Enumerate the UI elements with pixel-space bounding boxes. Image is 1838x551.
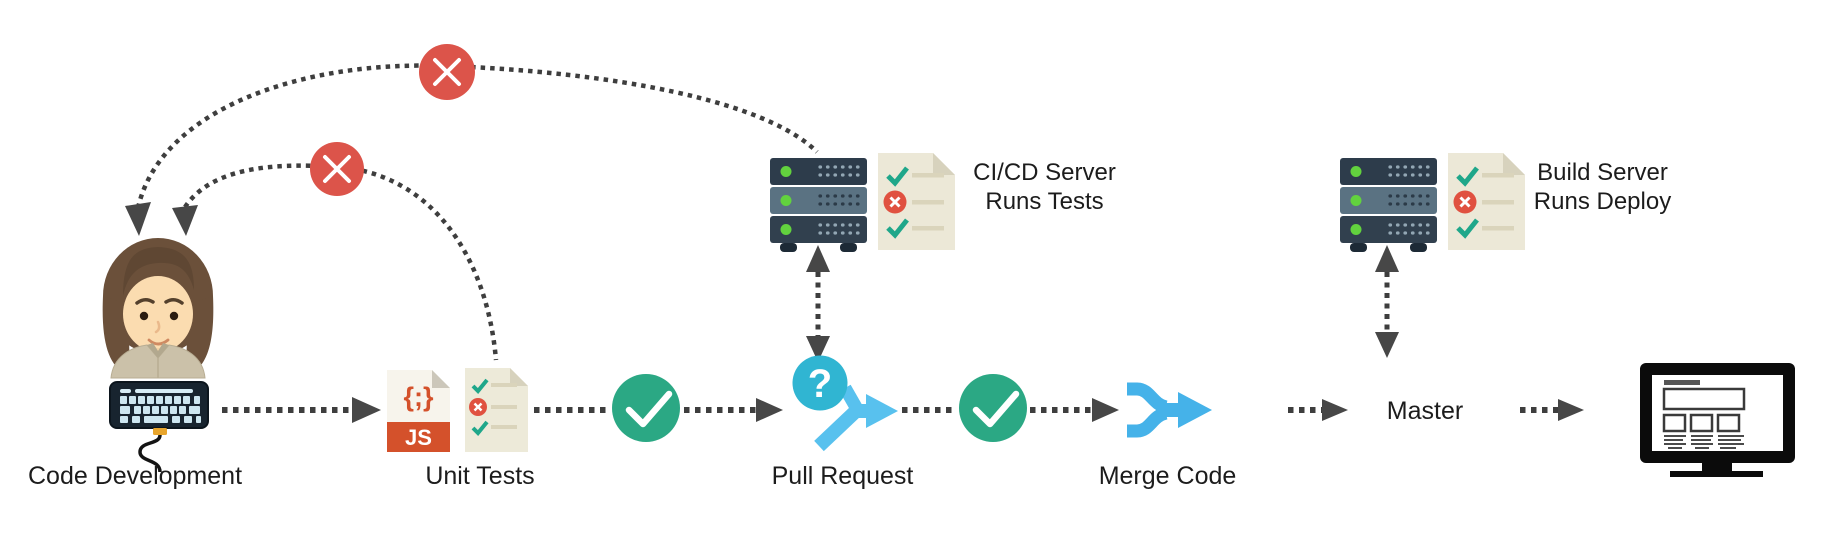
arrowhead-to-developer <box>125 202 151 236</box>
label-code-development: Code Development <box>28 462 243 490</box>
question-circle <box>792 355 848 411</box>
developer-avatar <box>102 238 214 379</box>
label-pull-request: Pull Request <box>771 462 914 490</box>
arrow-master-to-monitor <box>1520 399 1584 421</box>
arrow-keyboard-to-js <box>222 397 381 423</box>
js-file-icon <box>387 370 450 452</box>
arrow-pullrequest-cicd-server <box>806 245 830 362</box>
arrowhead-to-developer <box>172 205 198 236</box>
fail-x-icon <box>419 44 475 100</box>
js-file-braces-glyph: {;} <box>403 382 434 412</box>
label-build-server-line2: Runs Deploy <box>1533 188 1672 216</box>
cicd-server-icon <box>770 153 955 252</box>
label-merge-code: Merge Code <box>1098 462 1237 490</box>
pass-check-icon <box>612 374 680 442</box>
label-cicd-server-line1: CI/CD Server <box>973 159 1116 186</box>
pull-request-branch-icon <box>792 355 898 452</box>
label-build-server-line1: Build Server <box>1537 159 1668 186</box>
question-mark-glyph: ? <box>807 362 833 406</box>
label-cicd-server-line2: Runs Tests <box>985 188 1104 216</box>
fail-path-cicd-to-developer <box>125 63 819 236</box>
label-master: Master <box>1386 397 1464 425</box>
label-unit-tests: Unit Tests <box>425 462 535 490</box>
js-file-badge-text: JS <box>405 425 432 450</box>
monitor-icon <box>1640 363 1795 477</box>
fail-x-icon <box>310 142 364 196</box>
arrow-master-build-server <box>1375 245 1399 358</box>
test-results-icon <box>465 368 528 452</box>
build-server-icon <box>1340 153 1525 252</box>
label-build-server: Build Server Runs Deploy <box>1510 158 1695 217</box>
arrow-merge-to-master <box>1288 399 1348 421</box>
arrow-check-to-pullrequest <box>684 398 783 422</box>
pass-check-icon <box>959 374 1027 442</box>
label-cicd-server: CI/CD Server Runs Tests <box>952 158 1137 217</box>
fail-path-unittests-to-developer <box>172 163 499 361</box>
arrow-check-to-merge <box>1030 398 1119 422</box>
keyboard-icon <box>109 381 209 473</box>
merge-branch-icon <box>1127 382 1212 438</box>
